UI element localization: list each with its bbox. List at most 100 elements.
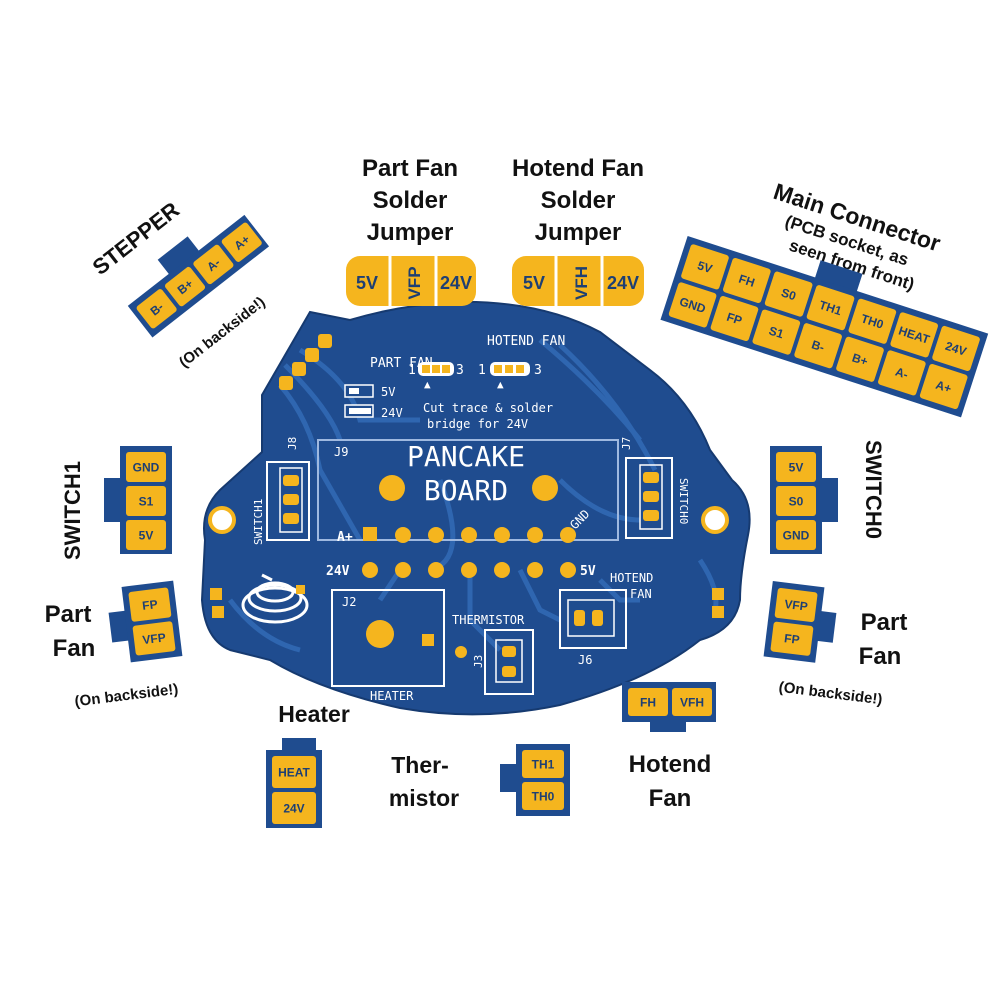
switch0-pin-1-label: S0	[789, 494, 804, 508]
pcb-traces	[228, 338, 719, 653]
hotend-fan-pin-1-label: VFH	[680, 695, 704, 709]
hotend-fan-jumper-line-2: Solder	[541, 187, 616, 214]
part-fan-jumper-line-3: Jumper	[367, 219, 454, 246]
heater-group: Heater HEAT 24V	[266, 701, 350, 828]
stepper-key	[157, 236, 200, 276]
pcb-part-fan-label: PART FAN	[370, 356, 433, 371]
part-fan-left-pin-1-pad	[132, 621, 176, 656]
main-connector-key	[814, 260, 863, 293]
part-fan-left-pin-0-label: FP	[141, 597, 158, 613]
heater-label: Heater	[278, 701, 350, 727]
heater-pin-0-label: HEAT	[278, 765, 310, 779]
hotend-fan-jumper-group: Hotend Fan Solder Jumper 5V VFH 24V	[512, 155, 644, 306]
part-fan-jumper-body	[346, 256, 476, 306]
pcb-thermistor-socket	[484, 629, 534, 695]
switch1-pin-2-pad	[126, 520, 166, 550]
hotend-fan-pin-0-pad	[628, 688, 668, 716]
switch1-pin-1-pad	[126, 486, 166, 516]
part-fan-left-note: (On backside!)	[74, 681, 179, 711]
main-r1-pin-0-label: 5V	[696, 258, 714, 276]
pcb-j9-label: J9	[334, 445, 348, 459]
pcb-heater-pad	[366, 620, 394, 648]
pcb-pin-row-2	[362, 562, 576, 578]
switch0-pin-0-label: 5V	[789, 460, 804, 474]
stepper-group: STEPPER B-B+A-A+ (On backside!)	[88, 197, 270, 371]
pcb-switch1-label: SWITCH1	[252, 499, 265, 545]
part-fan-left-line-2: Fan	[53, 635, 96, 662]
mount-hole-right	[701, 506, 729, 534]
pcb-hotend-fan-socket	[559, 589, 627, 649]
part-fan-jumper-24v: 24V	[440, 273, 472, 293]
switch1-label: SWITCH1	[60, 461, 85, 560]
part-fan-right-line-1: Part	[861, 609, 908, 636]
pcb-hotend-fan-text-2: FAN	[630, 587, 652, 601]
pcb-j3-label: J3	[472, 655, 485, 668]
pcb-24v-label: 24V	[326, 564, 350, 579]
thermistor-line-1: Ther-	[391, 752, 449, 778]
thermistor-key	[500, 764, 520, 792]
part-fan-left-line-1: Part	[45, 601, 92, 628]
heater-pin-1-pad	[272, 792, 316, 824]
main-r2-pin-3-label: B-	[810, 337, 826, 354]
pcb-board: PART FAN HOTEND FAN 1 3 1 3 ▲ ▲ 5V 24V C…	[200, 300, 751, 716]
pcb-a-plus-label: A+	[337, 530, 353, 545]
heater-pin-1-label: 24V	[283, 801, 304, 815]
part-fan-left-pin-0-pad	[128, 587, 172, 622]
switch0-pin-0-pad	[776, 452, 816, 482]
part-fan-jumper-line-2: Solder	[373, 187, 448, 214]
pcb-j8-label: J8	[286, 437, 299, 450]
stepper-pin-1-pad	[165, 266, 206, 307]
stepper-pin-0-pad	[136, 289, 177, 329]
main-r2-pin-5-pad	[878, 350, 926, 396]
main-r2-pin-4-pad	[836, 336, 884, 382]
thermistor-line-2: mistor	[389, 785, 459, 811]
thermistor-pin-1-pad	[522, 782, 564, 810]
main-r1-pin-4-pad	[848, 298, 897, 344]
main-r2-pin-4-label: B+	[850, 351, 869, 369]
pcb-j7-label: J7	[620, 437, 633, 450]
pcb-switch0-label: SWITCH0	[677, 478, 690, 524]
part-fan-right-pin-1-label: FP	[783, 631, 800, 647]
pcb-hotend-fan-label: HOTEND FAN	[487, 334, 565, 349]
part-fan-right-note: (On backside!)	[778, 679, 883, 709]
pcb-legend-24v: 24V	[381, 406, 403, 420]
switch0-pin-2-label: GND	[783, 528, 810, 542]
svg-text:▲: ▲	[497, 378, 504, 391]
coil-logo	[241, 573, 309, 624]
hotend-fan-jumper-line-3: Jumper	[535, 219, 622, 246]
pcb-5v-label: 5V	[580, 564, 596, 579]
switch0-label: SWITCH0	[861, 440, 886, 539]
hotend-fan-jumper-vfh: VFH	[572, 266, 591, 300]
part-fan-left-group: Part Fan (On backside!) FP VFP	[45, 580, 183, 711]
thermistor-pin-1-label: TH0	[532, 789, 555, 803]
part-fan-left-pin-1-label: VFP	[142, 630, 167, 647]
main-r2-pin-3-pad	[794, 323, 842, 369]
pcb-hotend-fan-text-1: HOTEND	[610, 571, 653, 585]
main-r2-pin-0-pad	[668, 282, 717, 328]
pcb-title-1: PANCAKE	[407, 440, 525, 473]
part-fan-right-line-2: Fan	[859, 643, 902, 670]
hotend-fan-line-1: Hotend	[629, 751, 712, 778]
part-fan-jumper-5v: 5V	[356, 273, 378, 293]
pcb-switch0-socket	[625, 457, 673, 539]
mount-hole-left	[208, 506, 236, 534]
main-r2-pin-2-label: S1	[767, 323, 786, 341]
svg-text:▲: ▲	[424, 378, 431, 391]
switch1-pin-1-label: S1	[139, 494, 154, 508]
hotend-fan-jumper-5v: 5V	[523, 273, 545, 293]
pcb-cut-note-2: bridge for 24V	[427, 417, 528, 431]
part-fan-jumper-line-1: Part Fan	[362, 155, 458, 182]
main-r1-pin-1-pad	[723, 257, 771, 303]
main-r2-pin-6-pad	[919, 363, 968, 410]
heater-pin-0-pad	[272, 756, 316, 788]
switch0-pin-1-pad	[776, 486, 816, 516]
main-r2-pin-1-label: FP	[725, 310, 744, 328]
pcb-jumper1-right: 1	[478, 363, 486, 378]
pcb-j6-label: J6	[578, 653, 592, 667]
